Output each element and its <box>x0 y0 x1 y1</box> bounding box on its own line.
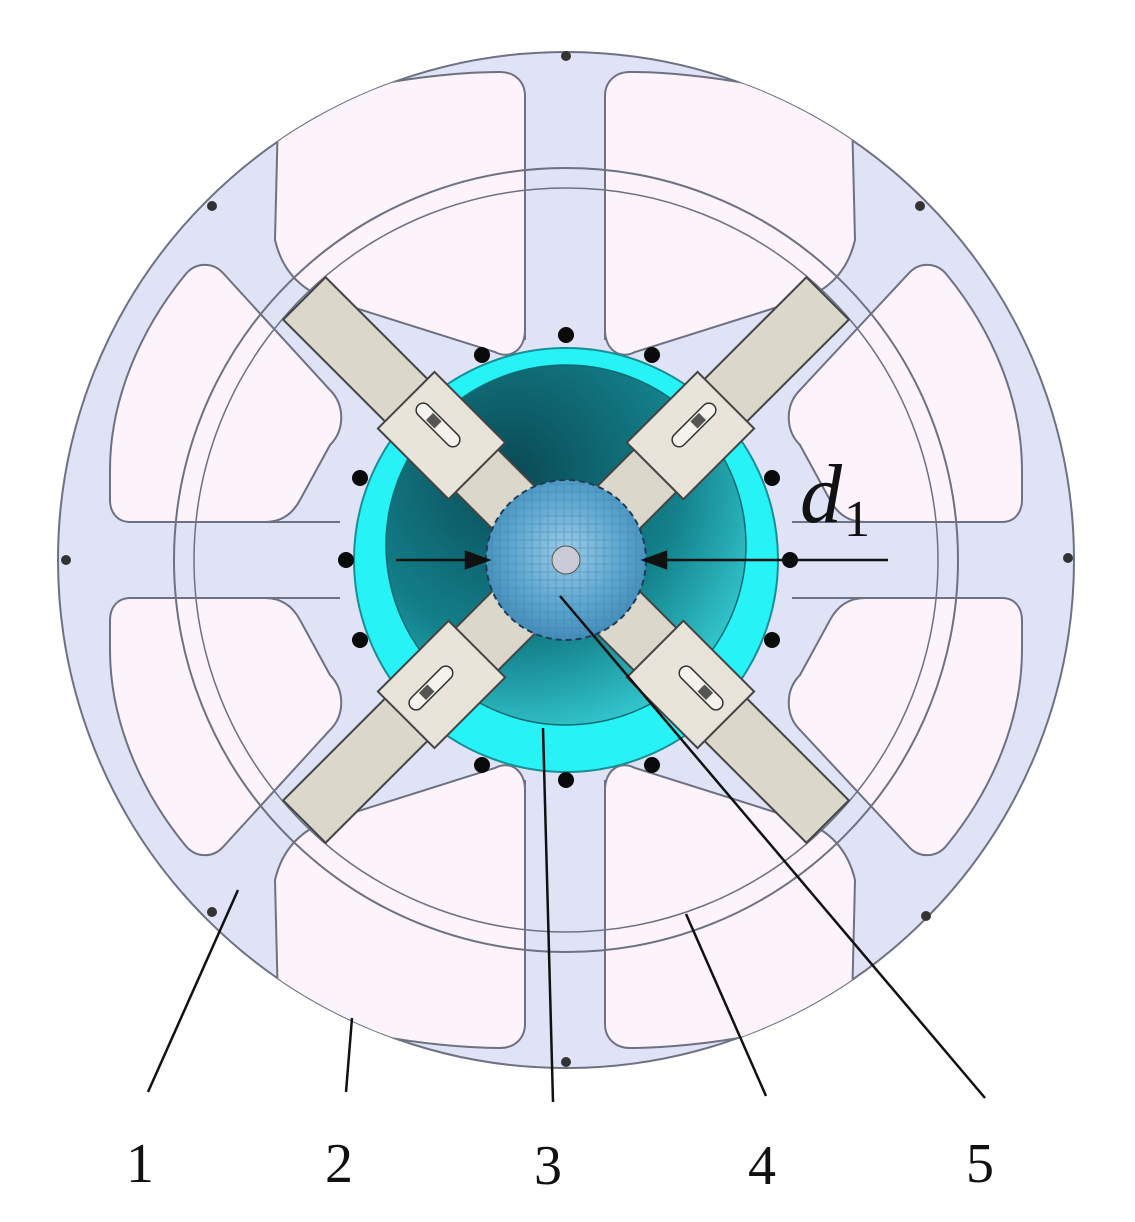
callout-5: 5 <box>966 1133 994 1195</box>
callout-1: 1 <box>126 1133 154 1195</box>
frame-bolts <box>61 51 1073 1067</box>
callout-2: 2 <box>325 1133 353 1195</box>
leader-lines <box>146 595 986 1103</box>
callout-4: 4 <box>748 1135 776 1197</box>
window-left-lower <box>109 597 343 857</box>
rear-ring-outer <box>173 167 959 953</box>
arm-upper-right <box>564 275 851 562</box>
window-right-lower <box>787 597 1023 857</box>
dimension-label: d1 <box>800 448 870 548</box>
callout-3: 3 <box>534 1135 562 1197</box>
core-center-pin <box>551 545 581 575</box>
rear-ring-inner <box>193 187 939 933</box>
window-left-upper <box>109 263 343 523</box>
spokes <box>130 96 1002 1024</box>
dimension-arrows <box>396 550 888 570</box>
window-right-upper <box>787 263 1023 523</box>
frame-windows <box>109 70 1023 1050</box>
